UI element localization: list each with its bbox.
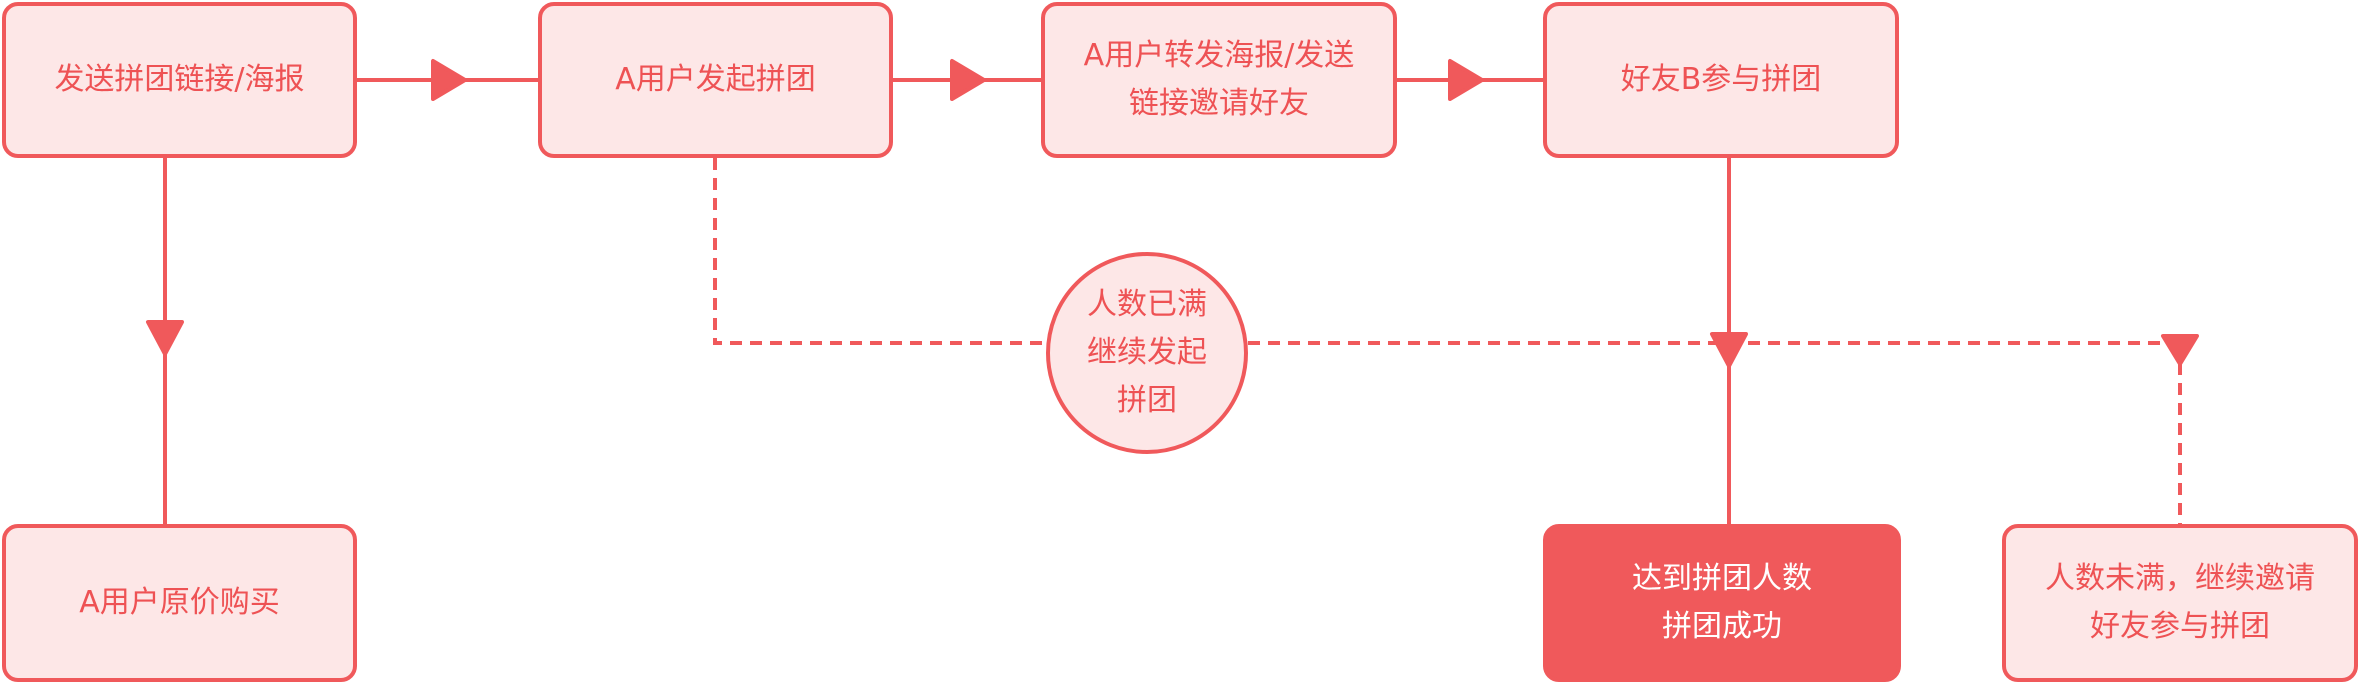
node-not-full-invite-label: 人数未满，继续邀请 好友参与拼团 bbox=[2045, 561, 2315, 644]
node-group-success: 达到拼团人数 拼团成功 bbox=[1543, 524, 1901, 682]
node-group-success-label: 达到拼团人数 拼团成功 bbox=[1632, 561, 1812, 644]
node-not-full-invite: 人数未满，继续邀请 好友参与拼团 bbox=[2002, 524, 2358, 682]
node-friend-b-join: 好友B参与拼团 bbox=[1543, 2, 1899, 158]
node-original-price-purchase: A用户原价购买 bbox=[2, 524, 357, 682]
arrow-forward-to-join bbox=[1448, 59, 1484, 101]
arrow-start-to-forward bbox=[950, 59, 986, 101]
node-user-a-start-group-label: A用户发起拼团 bbox=[615, 62, 816, 97]
node-full-restart-label: 人数已满 继续发起 拼团 bbox=[1087, 287, 1207, 418]
node-friend-b-join-label: 好友B参与拼团 bbox=[1620, 62, 1822, 97]
arrow-dashed-to-not-full bbox=[2161, 334, 2199, 366]
node-original-price-purchase-label: A用户原价购买 bbox=[79, 585, 280, 620]
arrow-send-to-original-price bbox=[146, 320, 184, 356]
node-user-a-forward-poster-label: A用户转发海报/发送 链接邀请好友 bbox=[1083, 38, 1355, 121]
arrow-join-to-success bbox=[1710, 332, 1748, 368]
node-send-link-label: 发送拼团链接/海报 bbox=[54, 62, 305, 97]
node-user-a-forward-poster: A用户转发海报/发送 链接邀请好友 bbox=[1041, 2, 1397, 158]
node-full-restart-circle: 人数已满 继续发起 拼团 bbox=[1046, 252, 1248, 454]
edge-start-dashed-loop bbox=[713, 158, 1046, 345]
node-user-a-start-group: A用户发起拼团 bbox=[538, 2, 893, 158]
node-send-link: 发送拼团链接/海报 bbox=[2, 2, 357, 158]
arrow-send-to-start bbox=[431, 59, 467, 101]
